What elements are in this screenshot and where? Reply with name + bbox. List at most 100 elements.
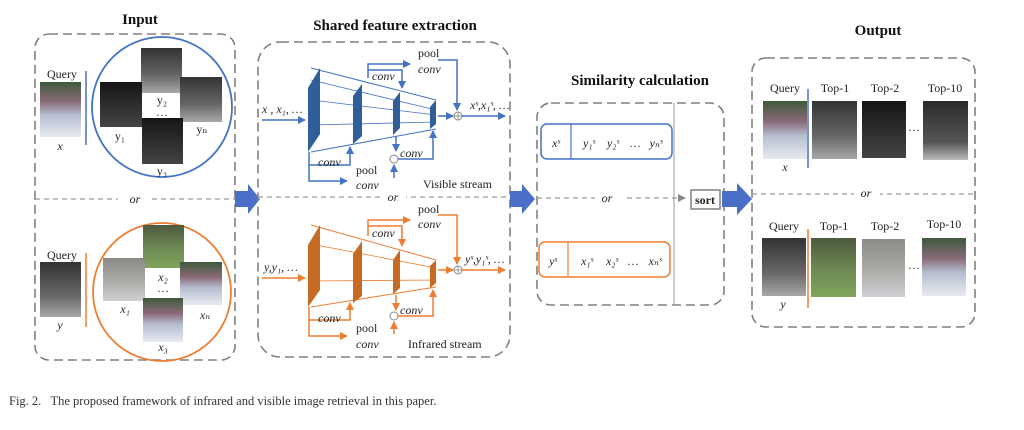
ir-result-top2-image [862,239,905,297]
result-top1-image [812,101,857,159]
visible-gallery-circle [91,36,233,178]
infrared-stream-network [262,214,506,340]
result-header-top2: Top-2 [871,81,900,95]
gallery-label-xn: xₙ [199,308,210,322]
visible-conv-label-mid: conv [372,69,395,83]
infrared-pool-label-top: pool [418,202,440,216]
ir-result-query-image [762,238,806,296]
gallery-ellipsis: … [156,105,168,119]
ir-result-header-top10: Top-10 [927,217,962,231]
gallery-label-y1: y₁ [115,129,125,143]
infrared-input-label: y,y₁, … [263,260,298,274]
infrared-pool-label-low: pool [356,321,378,335]
figure-caption-text: The proposed framework of infrared and v… [50,394,437,408]
visible-pool-label-top: pool [418,46,440,60]
result-top2-image [862,101,906,158]
infrared-stream-label: Infrared stream [408,337,482,351]
infrared-query-var: y [56,318,63,332]
gallery-ellipsis-ir: … [157,281,169,295]
output-or-label: or [861,186,872,200]
flow-arrow-icon-1 [235,184,260,214]
ir-conv-block-4 [430,260,436,288]
conv-block-1 [308,68,320,152]
infrared-conv-label-top: conv [418,217,441,231]
infrared-output-label: yˢ,y₁ˢ, … [464,252,505,266]
gallery-label-x1: x₁ [119,302,130,316]
visible-row-item-2: y₂ˢ [606,136,619,150]
feature-panel [257,41,511,358]
infrared-row-item-1: x₁ˢ [580,254,593,268]
flow-arrow-icon-3 [722,183,752,215]
result-top10-image [923,101,968,160]
feature-or-label: or [388,190,399,204]
result-header-top1: Top-1 [821,81,850,95]
visible-conv-label-top: conv [418,62,441,76]
conv-block-2 [353,84,362,144]
gallery-image-xn [180,262,222,305]
visible-query-label: Query [47,67,77,81]
infrared-conv-label-mid: conv [372,226,395,240]
visible-similarity-row [540,123,673,160]
visible-row-item-n: yₙˢ [649,136,663,150]
section-title-similarity: Similarity calculation [571,73,710,89]
result-query-image [763,101,807,159]
result-header-top10: Top-10 [928,81,963,95]
input-or-label: or [130,192,141,206]
result-header-query: Query [770,81,800,95]
infrared-row-item-2: x₂ˢ [605,254,618,268]
gallery-label-y3: y₃ [157,164,167,178]
gallery-image-y3 [142,118,183,164]
visible-input-label: x , x₁, … [261,102,303,116]
gallery-image-x2 [143,225,184,268]
visible-stream-network [262,59,506,185]
similarity-or-label: or [602,191,613,205]
visible-pool-label-low: pool [356,163,378,177]
ir-result-header-top2: Top-2 [871,219,900,233]
infrared-gallery-circle [92,222,232,362]
infrared-query-label: Query [47,248,77,262]
gallery-label-yn: yₙ [196,122,207,136]
infrared-row-item-n: xₙˢ [648,254,662,268]
visible-conv-label-bottom: conv [356,178,379,192]
gallery-image-x1 [103,258,145,301]
infrared-conv-label-low: conv [318,311,341,325]
gallery-label-x3: x₃ [157,340,168,354]
section-title-input: Input [122,12,158,28]
section-title-feature: Shared feature extraction [313,18,477,34]
visible-row-query: xˢ [551,136,560,150]
visible-row-ellipsis: … [629,136,641,150]
ir-result-top1-image [811,238,856,297]
gallery-image-yn [180,77,222,122]
sort-label: sort [695,193,715,207]
gallery-label-y2: y₂ [157,93,167,107]
ir-result-top10-image [922,238,966,296]
infrared-similarity-row [538,241,671,278]
ir-result-header-query: Query [769,219,799,233]
infrared-query-image [40,262,81,317]
sort-box [690,189,721,210]
ir-conv-block-1 [308,225,320,307]
conv-block-3 [393,92,400,135]
figure-caption: Fig. 2. The proposed framework of infrar… [9,394,436,409]
flow-arrow-icon-2 [510,184,535,214]
ir-result-ellipsis: … [908,258,920,272]
result-query-var: x [781,160,788,174]
ir-result-header-top1: Top-1 [820,219,849,233]
visible-row-item-1: y₁ˢ [582,136,595,150]
figure-number: Fig. 2. [9,394,42,408]
infrared-conv-label-bottom: conv [356,337,379,351]
infrared-row-ellipsis: … [627,254,639,268]
conv-block-4 [430,100,436,129]
ir-result-query-var: y [779,297,786,311]
result-ellipsis: … [908,120,920,134]
infrared-conv-label-right: conv [400,303,423,317]
ir-conv-block-3 [393,250,400,294]
section-title-output: Output [855,23,902,39]
output-panel [751,57,976,328]
visible-query-image [40,82,81,137]
ir-conv-block-2 [353,241,362,303]
gallery-image-y1 [100,82,142,127]
gallery-image-x3 [143,298,183,342]
visible-output-label: xˢ,x₁ˢ, … [469,98,510,112]
